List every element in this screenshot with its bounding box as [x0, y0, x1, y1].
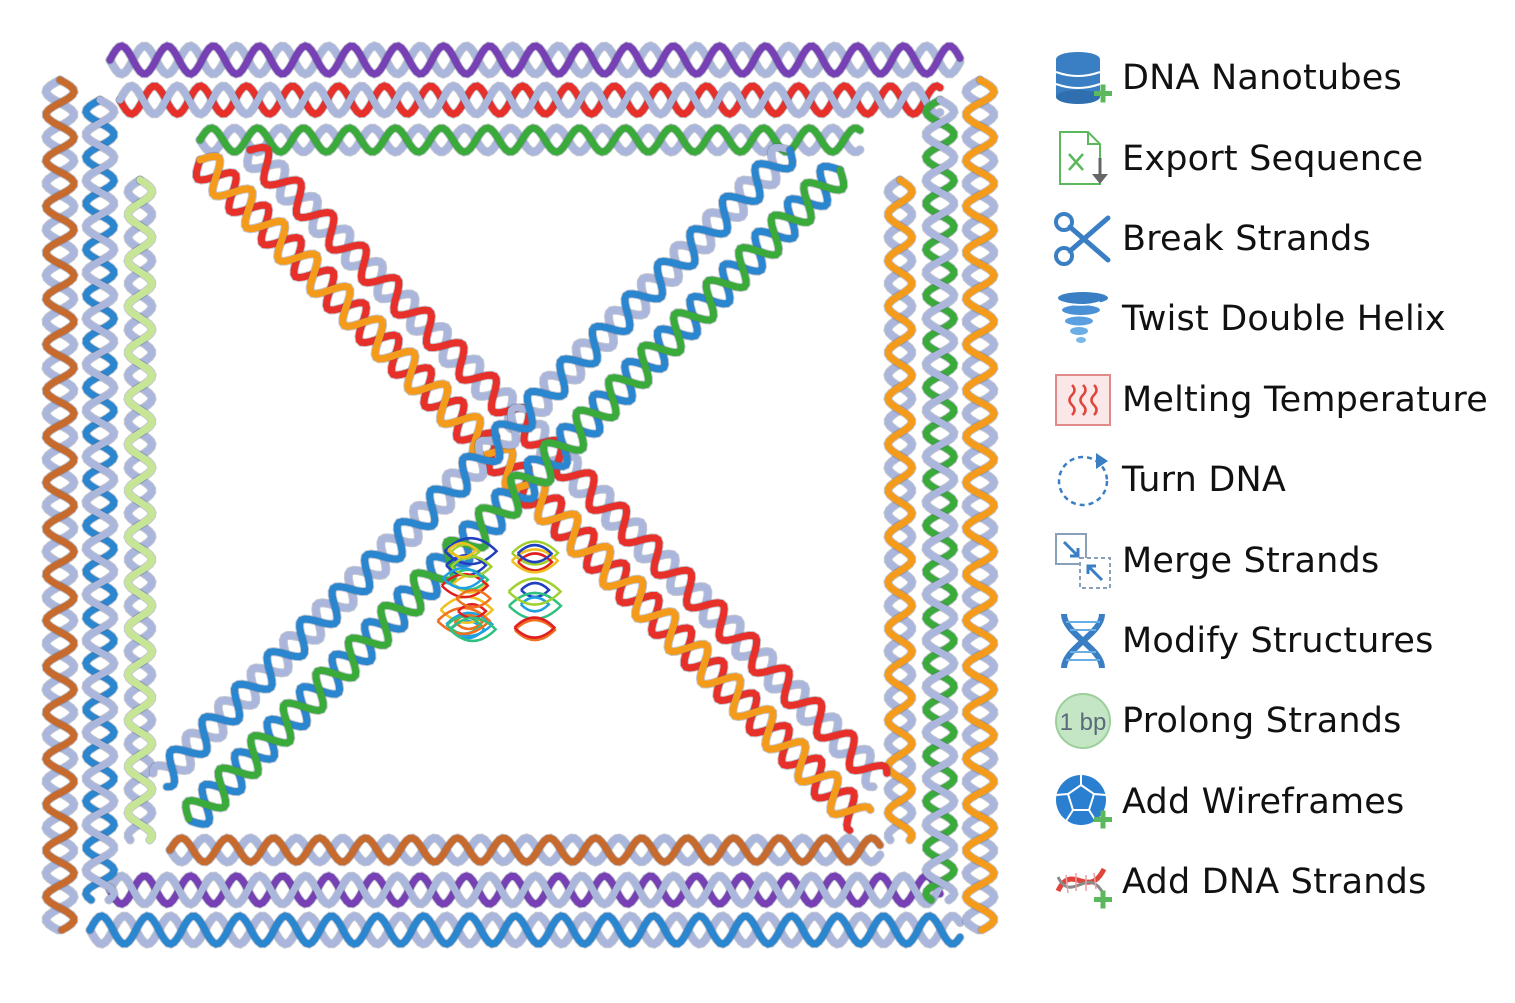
tool-label: Prolong Strands [1122, 701, 1402, 742]
protein-ribbon [519, 596, 551, 613]
tool-label: Merge Strands [1122, 540, 1380, 581]
dna-helix [105, 871, 945, 909]
dna-strand [962, 76, 998, 934]
tool-add-wireframes[interactable]: Add Wireframes [1050, 762, 1510, 842]
dna-helix [181, 161, 849, 829]
dna-helix [921, 95, 959, 905]
protein-ribbon [441, 566, 485, 590]
dna-helix [148, 142, 798, 792]
protein-ribbon [516, 543, 554, 564]
protein-ribbon [520, 581, 551, 599]
dna-helix [123, 175, 157, 845]
tool-break-strands[interactable]: Break Strands [1050, 199, 1510, 279]
dna-nanostructure-helices [41, 41, 999, 949]
tool-modify-structures[interactable]: Modify Structures [1050, 601, 1510, 681]
dna-strand [86, 912, 964, 948]
dna-strand [106, 872, 944, 908]
tornado-icon [1050, 286, 1116, 352]
dna-helix [961, 75, 999, 935]
tool-label: Turn DNA [1122, 460, 1287, 501]
dna-strand [884, 176, 916, 844]
double-helix-icon [1050, 608, 1116, 674]
dna-helix [883, 175, 917, 845]
dna-helix [85, 911, 965, 949]
protein-ribbon [511, 540, 560, 566]
dna-helix [165, 833, 885, 867]
tool-label: Add Wireframes [1122, 781, 1405, 822]
protein-ribbon [517, 552, 554, 572]
tool-prolong-strands[interactable]: 1 bp Prolong Strands [1050, 681, 1510, 761]
heat-waves-icon [1050, 367, 1116, 433]
protein-ribbon [443, 537, 499, 566]
polyhedron-add-icon [1050, 769, 1116, 835]
dna-helix [105, 41, 965, 79]
protein-ribbon [513, 616, 557, 639]
dna-strand [962, 76, 998, 934]
tool-label: DNA Nanotubes [1122, 58, 1402, 99]
tool-label: Export Sequence [1122, 138, 1424, 179]
database-add-icon [1050, 45, 1116, 111]
tool-add-dna-strands[interactable]: Add DNA Strands [1050, 842, 1510, 922]
merge-arrows-icon [1050, 528, 1116, 594]
dna-strand [166, 834, 884, 866]
dna-strand [106, 42, 964, 78]
tool-turn-dna[interactable]: Turn DNA [1050, 440, 1510, 520]
tool-label: Twist Double Helix [1122, 299, 1446, 340]
dna-strand [42, 76, 78, 934]
dna-helix [195, 123, 865, 157]
dna-origami-render [41, 41, 999, 949]
protein-ribbon [510, 548, 560, 574]
dna-strand [116, 82, 944, 118]
scissors-icon [1050, 206, 1116, 272]
dna-strand [243, 146, 877, 791]
protein-ribbon [514, 618, 557, 642]
tool-label: Add DNA Strands [1122, 862, 1427, 903]
base-pair-badge-icon: 1 bp [1050, 688, 1116, 754]
dna-strand [42, 76, 78, 934]
dna-strand [922, 96, 958, 904]
protein-ribbon [440, 572, 490, 599]
dna-strand [106, 42, 964, 78]
export-sheet-icon [1050, 126, 1116, 192]
dna-strand-add-icon [1050, 849, 1116, 915]
tool-label: Melting Temperature [1122, 379, 1488, 420]
rotate-circle-icon [1050, 447, 1116, 513]
dna-strand [166, 834, 884, 866]
protein-ribbon [508, 591, 563, 620]
dna-helix [41, 75, 79, 935]
tool-merge-strands[interactable]: Merge Strands [1050, 520, 1510, 600]
tool-export-sequence[interactable]: Export Sequence [1050, 118, 1510, 198]
dna-strand [86, 912, 964, 948]
tool-menu: DNA Nanotubes Export Sequence Break Stra… [1050, 38, 1510, 922]
tool-twist-double-helix[interactable]: Twist Double Helix [1050, 279, 1510, 359]
dna-strand [82, 96, 118, 904]
protein-ribbon [507, 577, 563, 606]
protein-ribbon [455, 588, 493, 609]
dna-helix [115, 81, 945, 119]
dna-strand [246, 143, 891, 777]
dna-helix [81, 95, 119, 905]
protein-cargo [436, 537, 563, 643]
badge-text: 1 bp [1060, 709, 1107, 736]
dna-strand [196, 124, 864, 156]
dna-strand [149, 143, 794, 777]
protein-ribbon [448, 616, 498, 643]
tool-melting-temperature[interactable]: Melting Temperature [1050, 360, 1510, 440]
tool-label: Break Strands [1122, 218, 1372, 259]
protein-ribbon [447, 541, 479, 559]
tool-label: Modify Structures [1122, 620, 1434, 661]
tool-dna-nanotubes[interactable]: DNA Nanotubes [1050, 38, 1510, 118]
dna-strand [124, 176, 156, 844]
dna-strand [163, 146, 797, 791]
dna-strand [182, 166, 848, 823]
dna-helix [242, 142, 892, 792]
